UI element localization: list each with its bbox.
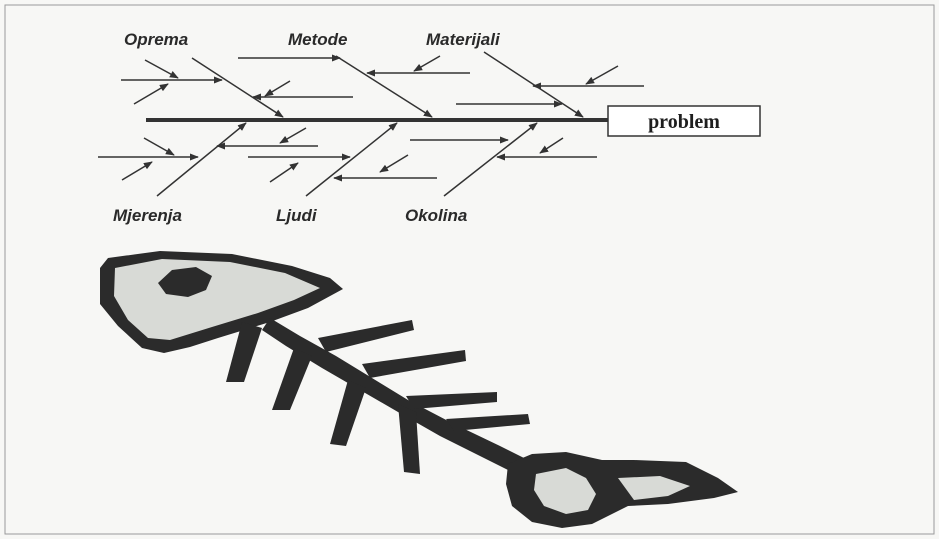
bone-lines [98,51,644,197]
fish-rib [272,348,312,410]
fish-rib [398,404,420,474]
fish-eye [158,267,212,297]
problem-label: problem [648,111,720,133]
fish-rib [362,350,466,378]
fish-tail-inner [534,468,596,514]
sub-cause-arrow [539,137,564,154]
sub-cause-arrow [269,162,299,183]
category-label-mjerenja: Mjerenja [113,206,182,225]
category-label-metode: Metode [288,30,348,49]
category-label-oprema: Oprema [124,30,188,49]
fish-tail-inner [618,476,690,500]
sub-cause-arrow [143,137,175,156]
fish-rib [446,414,530,431]
category-label-ljudi: Ljudi [276,206,318,225]
main-bone-ljudi [305,122,398,197]
fish-rib [318,320,414,352]
sub-cause-arrow [264,80,291,97]
main-bone-mjerenja [156,122,247,197]
category-label-okolina: Okolina [405,206,467,225]
main-bone-metode [335,55,433,118]
sub-cause-arrow [144,59,179,79]
fish-skeleton-illustration [100,251,738,528]
sub-cause-arrow [413,55,441,72]
problem-box [607,105,761,137]
sub-cause-arrow [121,161,153,181]
main-bone-okolina [443,122,538,197]
fish-rib [226,322,262,382]
fish-rib [406,392,497,409]
sub-cause-arrow [279,127,307,144]
main-bone-oprema [191,57,284,118]
sub-cause-arrow [133,83,169,105]
fish-rib [330,380,366,446]
main-bone-materijali [483,51,584,118]
sub-cause-arrow [379,154,409,173]
category-label-materijali: Materijali [426,30,501,49]
sub-cause-arrow [585,65,619,85]
fish-spine [262,318,560,492]
outer-border [4,4,935,535]
